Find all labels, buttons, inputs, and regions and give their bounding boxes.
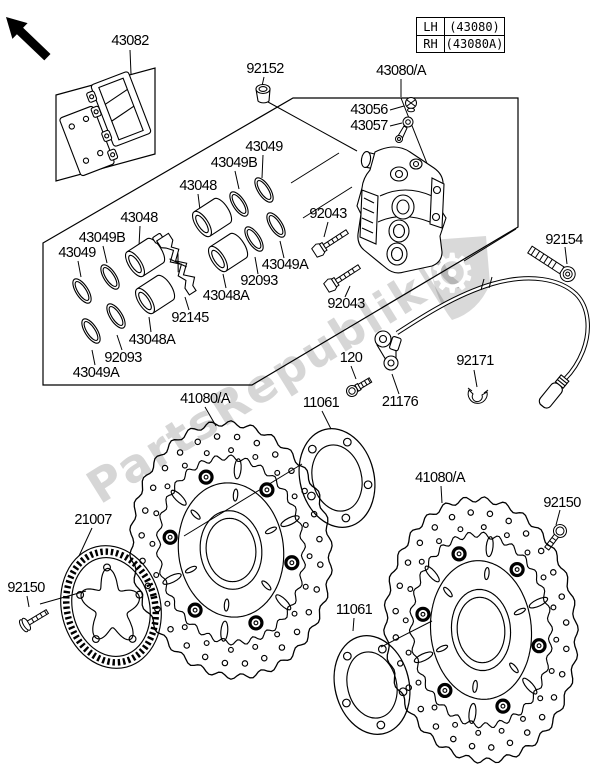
part-label-92093-right: 92093	[240, 272, 278, 289]
table-cell-lh-part: (43080)	[444, 18, 504, 35]
part-label-21007: 21007	[74, 511, 112, 528]
part-label-92150-left: 92150	[7, 579, 45, 596]
part-label-43048-top: 43048	[179, 177, 217, 194]
part-label-43056: 43056	[350, 101, 388, 118]
part-label-92154: 92154	[545, 231, 583, 248]
gasket-1-drawing	[289, 421, 385, 536]
part-label-92093-left: 92093	[104, 349, 142, 366]
cable-connector	[537, 374, 570, 410]
part-label-43049B-left: 43049B	[78, 229, 126, 246]
bolt-92150-right	[542, 522, 570, 553]
part-label-43049-left: 43049	[58, 244, 96, 261]
brake-pads-drawing	[59, 71, 151, 176]
part-label-43049A-right: 43049A	[261, 256, 309, 273]
bolt-92043-lower	[323, 261, 363, 293]
table-cell-rh: RH	[417, 35, 444, 52]
part-label-92150-right: 92150	[543, 494, 581, 511]
direction-arrow-icon	[6, 17, 51, 61]
piston-seals-drawing	[69, 175, 288, 346]
watermark-gear-shield-logo: ⚙	[428, 236, 490, 320]
part-label-43048-left: 43048	[120, 209, 158, 226]
part-label-43049-top: 43049	[245, 138, 283, 155]
sensor-cable-drawing	[397, 277, 588, 410]
lh-rh-part-table: LH (43080) RH (43080A)	[416, 17, 505, 53]
pad-spring-drawing	[152, 229, 202, 295]
brake-disc-2-drawing	[384, 497, 578, 763]
clip-43057	[396, 117, 414, 143]
clamp-92171	[468, 388, 488, 403]
part-label-43048A-left: 43048A	[128, 331, 176, 348]
part-label-92152: 92152	[246, 60, 284, 77]
part-label-92043-2: 92043	[327, 295, 365, 312]
bolt-92154	[526, 243, 578, 284]
leader-lines	[27, 50, 567, 647]
bleeder-cap-43056	[406, 98, 417, 112]
part-label-43049B-top: 43049B	[210, 154, 258, 171]
table-cell-lh: LH	[423, 19, 438, 34]
part-label-21176: 21176	[381, 393, 419, 410]
part-label-43057: 43057	[350, 117, 388, 134]
part-label-41080A-1: 41080/A	[180, 390, 230, 407]
cap-92152	[256, 85, 270, 103]
caliper-pistons-drawing	[122, 195, 251, 316]
table-cell-rh-part: (43080A)	[444, 35, 504, 52]
part-label-43049A-left: 43049A	[72, 364, 120, 381]
brake-disc-1-drawing	[130, 421, 332, 679]
bolt-120	[344, 375, 373, 398]
bolt-92150-left	[18, 606, 51, 633]
part-label-11061-2: 11061	[335, 601, 373, 618]
caliper-group-box	[43, 98, 518, 385]
part-label-92171: 92171	[456, 352, 494, 369]
part-label-43082: 43082	[111, 32, 149, 49]
brake-caliper-drawing	[357, 147, 446, 273]
sensor-ring-drawing	[48, 535, 174, 679]
gasket-2-drawing	[324, 628, 420, 743]
speed-sensor-21176	[375, 331, 402, 370]
part-label-120: 120	[339, 349, 363, 366]
part-label-92043-1: 92043	[309, 205, 347, 222]
part-label-43048A-right: 43048A	[202, 287, 250, 304]
bolt-92043-upper	[311, 226, 351, 258]
part-label-11061-1: 11061	[302, 394, 340, 411]
part-label-43080A: 43080/A	[376, 62, 426, 79]
part-label-92145: 92145	[171, 309, 209, 326]
part-label-41080A-2: 41080/A	[415, 469, 465, 486]
